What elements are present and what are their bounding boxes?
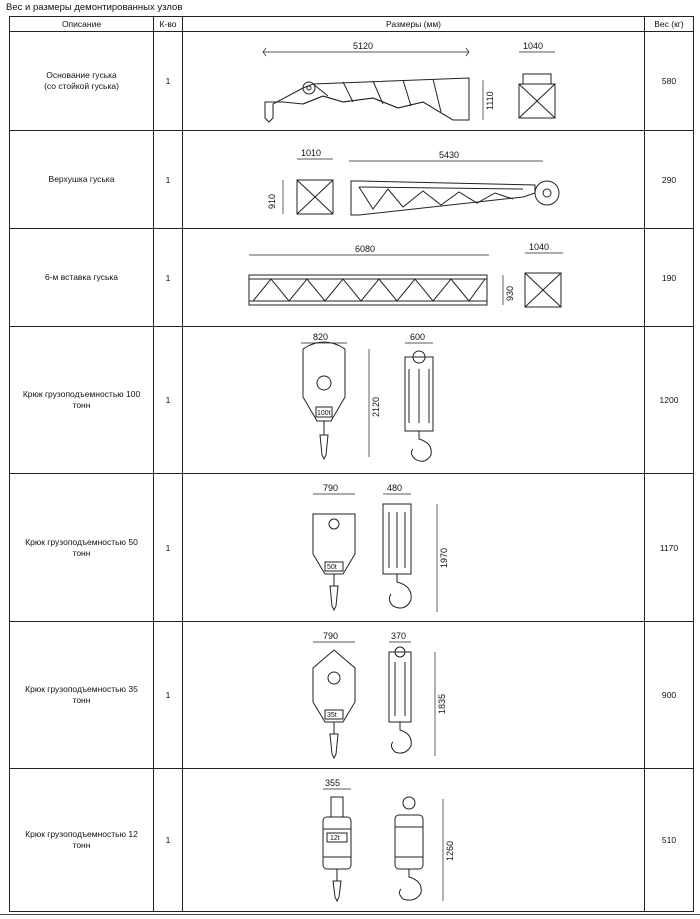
dim-height: 1260: [445, 841, 455, 861]
dim-height: 1970: [439, 548, 449, 568]
drawing-cell: 790 50t 480 1970: [182, 473, 645, 622]
dim-width: 355: [325, 778, 340, 788]
qty-cell: 1: [153, 228, 183, 327]
weight-cell: 1170: [644, 473, 694, 622]
description-line: Верхушка гуська: [48, 174, 115, 184]
page-title: Вес и размеры демонтированных узлов: [6, 2, 183, 13]
dim-width: 1040: [523, 41, 543, 51]
dim-height: 930: [505, 286, 515, 301]
weight-cell: 1200: [644, 326, 694, 474]
drawing-cell: 355 12t 1260: [182, 768, 645, 912]
capacity-plate: 50t: [327, 564, 337, 571]
hook-100t-drawing: 820 100t 2120 600: [301, 332, 434, 462]
description-cell: 6-м вставка гуська: [9, 228, 154, 327]
dim-height: 1110: [485, 91, 495, 110]
dim-depth: 600: [410, 332, 425, 342]
jib-base-drawing: 5120 1110 1040: [262, 41, 556, 123]
hook-50t-drawing: 790 50t 480 1970: [312, 483, 449, 612]
description-line: тонн: [72, 695, 91, 705]
weight-cell: 510: [644, 768, 694, 912]
table-row: Крюк грузоподъемностью 35 тонн 1 790 35t…: [9, 621, 694, 769]
drawing-cell: 6080 930 1040: [182, 228, 645, 327]
jib-top-drawing: 1010 910 5430: [267, 148, 560, 216]
qty-cell: 1: [153, 768, 183, 912]
description-cell: Крюк грузоподъемностью 35 тонн: [9, 621, 154, 769]
drawing-cell: 790 35t 370 1835: [182, 621, 645, 769]
capacity-plate: 100t: [317, 410, 331, 417]
dim-length: 5120: [353, 41, 373, 51]
page-bottom-rule: [0, 914, 700, 915]
weight-cell: 580: [644, 31, 694, 131]
dim-length: 6080: [355, 244, 375, 254]
capacity-plate: 35t: [327, 712, 337, 719]
dim-width: 820: [313, 332, 328, 342]
description-line: Основание гуська: [46, 70, 117, 80]
table-row: Верхушка гуська 1 1010 910 5430: [9, 130, 694, 229]
description-line: (со стойкой гуська): [44, 81, 119, 91]
description-line: тонн: [72, 547, 91, 558]
weight-cell: 290: [644, 130, 694, 229]
qty-cell: 1: [153, 326, 183, 474]
header-description: Описание: [9, 16, 154, 32]
capacity-plate: 12t: [330, 835, 340, 842]
description-cell: Верхушка гуська: [9, 130, 154, 229]
table-header-row: Описание К-во Размеры (мм) Вес (кг): [9, 16, 694, 32]
description-line: тонн: [72, 840, 91, 850]
header-weight: Вес (кг): [644, 16, 694, 32]
dim-length: 5430: [439, 150, 459, 160]
qty-cell: 1: [153, 31, 183, 131]
description-line: Крюк грузоподъемностью 50: [25, 536, 138, 547]
description-cell: Крюк грузоподъемностью 50 тонн: [9, 473, 154, 622]
qty-cell: 1: [153, 621, 183, 769]
jib-insert-drawing: 6080 930 1040: [248, 242, 563, 308]
table-row: Крюк грузоподъемностью 12 тонн 1 355 12t: [9, 768, 694, 912]
header-dimensions: Размеры (мм): [182, 16, 645, 32]
dim-height: 910: [267, 194, 277, 209]
description-cell: Крюк грузоподъемностью 100 тонн: [9, 326, 154, 474]
qty-cell: 1: [153, 473, 183, 622]
dim-width: 1010: [301, 148, 321, 158]
header-qty: К-во: [153, 16, 183, 32]
dim-height: 1835: [437, 694, 447, 714]
description-cell: Крюк грузоподъемностью 12 тонн: [9, 768, 154, 912]
description-line: тонн: [72, 400, 91, 410]
qty-cell: 1: [153, 130, 183, 229]
drawing-cell: 1010 910 5430: [182, 130, 645, 229]
description-line: 6-м вставка гуська: [44, 272, 119, 282]
drawing-cell: 5120 1110 1040: [182, 31, 645, 131]
weight-cell: 190: [644, 228, 694, 327]
table-row: Основание гуська (со стойкой гуська) 1 5…: [9, 31, 694, 131]
components-table: Описание К-во Размеры (мм) Вес (кг) Осно…: [9, 16, 694, 912]
description-line: Крюк грузоподъемностью 12: [25, 829, 138, 839]
dim-width: 790: [323, 483, 338, 493]
table-row: Крюк грузоподъемностью 50 тонн 1 790 50t…: [9, 473, 694, 622]
hook-12t-drawing: 355 12t 1260: [322, 778, 455, 903]
dim-height: 2120: [371, 397, 381, 417]
dim-width: 1040: [529, 242, 549, 252]
description-line: Крюк грузоподъемностью 35: [25, 684, 138, 694]
drawing-cell: 820 100t 2120 600: [182, 326, 645, 474]
table-row: Крюк грузоподъемностью 100 тонн 1 820 10…: [9, 326, 694, 474]
dim-depth: 370: [391, 631, 406, 641]
hook-35t-drawing: 790 35t 370 1835: [312, 631, 447, 760]
dim-width: 790: [323, 631, 338, 641]
table-row: 6-м вставка гуська 1 6080 930 1040: [9, 228, 694, 327]
dim-depth: 480: [387, 483, 402, 493]
weight-cell: 900: [644, 621, 694, 769]
description-cell: Основание гуська (со стойкой гуська): [9, 31, 154, 131]
description-line: Крюк грузоподъемностью 100: [22, 389, 141, 399]
